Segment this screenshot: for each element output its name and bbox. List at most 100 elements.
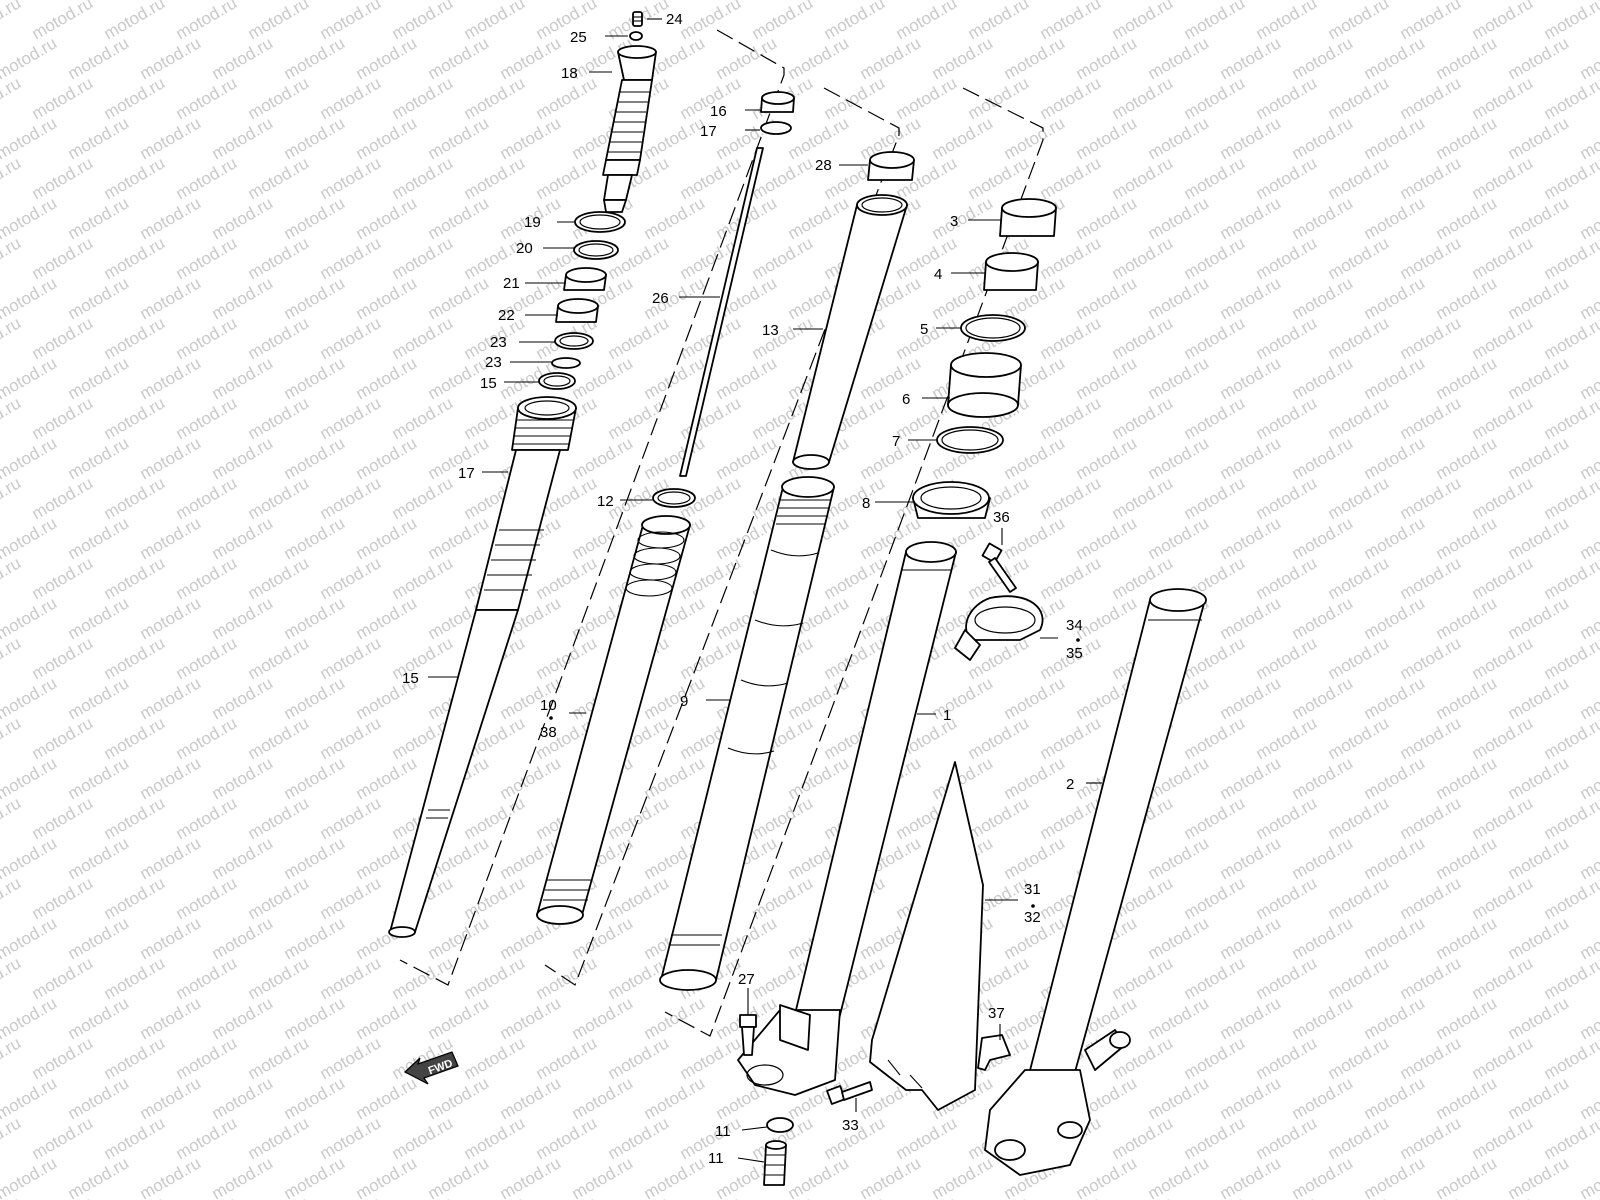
watermark-text: motod.ru: [1541, 73, 1600, 123]
watermark-text: motod.ru: [0, 1033, 24, 1083]
label-31: 31: [1024, 881, 1041, 898]
watermark-text: motod.ru: [1181, 1033, 1249, 1083]
watermark-text: motod.ru: [29, 473, 97, 523]
watermark-text: motod.ru: [29, 153, 97, 203]
watermark-text: motod.ru: [1253, 1193, 1321, 1200]
watermark-text: motod.ru: [1361, 113, 1429, 163]
watermark-text: motod.ru: [893, 73, 961, 123]
watermark-text: motod.ru: [1541, 153, 1600, 203]
watermark-text: motod.ru: [29, 793, 97, 843]
watermark-text: motod.ru: [1541, 473, 1600, 523]
label-16: 15: [480, 375, 497, 392]
watermark-text: motod.ru: [317, 553, 385, 603]
part-number-labels: 24 25 18 16 17 28 3 19 20 4 21 26 22 5 1…: [402, 11, 1083, 1167]
watermark-text: motod.ru: [101, 713, 169, 763]
watermark-text: motod.ru: [1253, 713, 1321, 763]
watermark-text: motod.ru: [1109, 153, 1177, 203]
watermark-text: motod.ru: [245, 393, 313, 443]
watermark-text: motod.ru: [1289, 513, 1357, 563]
watermark-text: motod.ru: [1397, 713, 1465, 763]
watermark-text: motod.ru: [209, 833, 277, 883]
watermark-text: motod.ru: [173, 1033, 241, 1083]
watermark-text: motod.ru: [1037, 313, 1105, 363]
watermark-text: motod.ru: [1073, 193, 1141, 243]
watermark-text: motod.ru: [245, 1033, 313, 1083]
watermark-text: motod.ru: [1145, 33, 1213, 83]
watermark-text: motod.ru: [1397, 1113, 1465, 1163]
watermark-text: motod.ru: [1145, 513, 1213, 563]
watermark-text: motod.ru: [1433, 353, 1501, 403]
watermark-text: motod.ru: [173, 633, 241, 683]
watermark-text: motod.ru: [605, 793, 673, 843]
watermark-text: motod.ru: [1505, 1073, 1573, 1123]
watermark-text: motod.ru: [1325, 1193, 1393, 1200]
watermark-text: motod.ru: [1145, 1073, 1213, 1123]
label-15: 15: [402, 670, 419, 687]
watermark-text: motod.ru: [1541, 0, 1600, 43]
watermark-text: motod.ru: [101, 953, 169, 1003]
watermark-text: motod.ru: [65, 593, 133, 643]
watermark-text: motod.ru: [1037, 393, 1105, 443]
label-11: 11: [708, 1150, 724, 1167]
watermark-text: motod.ru: [677, 153, 745, 203]
watermark-text: motod.ru: [1253, 953, 1321, 1003]
label-19: 17: [700, 123, 717, 140]
watermark-text: motod.ru: [389, 633, 457, 683]
label-38: 38: [540, 724, 557, 741]
watermark-text: motod.ru: [1361, 993, 1429, 1043]
watermark-text: motod.ru: [281, 1153, 349, 1200]
watermark-text: motod.ru: [605, 393, 673, 443]
watermark-text: motod.ru: [1145, 353, 1213, 403]
watermark-text: motod.ru: [1289, 593, 1357, 643]
watermark-text: motod.ru: [281, 1073, 349, 1123]
watermark-text: motod.ru: [1217, 913, 1285, 963]
watermark-text: motod.ru: [1469, 473, 1537, 523]
watermark-text: motod.ru: [1469, 1193, 1537, 1200]
label-5: 5: [920, 321, 928, 338]
watermark-text: motod.ru: [1109, 473, 1177, 523]
watermark-text: motod.ru: [785, 1153, 853, 1200]
watermark-text: motod.ru: [65, 673, 133, 723]
watermark-text: motod.ru: [641, 1153, 709, 1200]
watermark-text: motod.ru: [245, 953, 313, 1003]
watermark-text: motod.ru: [389, 393, 457, 443]
watermark-text: motod.ru: [137, 993, 205, 1043]
part-18-collar: [760, 91, 795, 113]
part-34-clamp: [954, 595, 1044, 661]
watermark-text: motod.ru: [1289, 913, 1357, 963]
label-8: 8: [862, 495, 870, 512]
label-29: 27: [738, 971, 755, 988]
watermark-text: motod.ru: [1577, 0, 1600, 3]
watermark-text: motod.ru: [0, 1113, 24, 1163]
watermark-text: motod.ru: [245, 793, 313, 843]
watermark-text: motod.ru: [353, 193, 421, 243]
watermark-text: motod.ru: [1541, 1033, 1600, 1083]
watermark-text: motod.ru: [1289, 753, 1357, 803]
watermark-text: motod.ru: [641, 1073, 709, 1123]
watermark-text: motod.ru: [821, 0, 889, 43]
watermark-text: motod.ru: [209, 993, 277, 1043]
watermark-text: motod.ru: [1145, 113, 1213, 163]
watermark-text: motod.ru: [1361, 1073, 1429, 1123]
watermark-text: motod.ru: [713, 353, 781, 403]
watermark-text: motod.ru: [317, 1033, 385, 1083]
watermark-text: motod.ru: [857, 353, 925, 403]
part-27-oring: [629, 31, 643, 41]
watermark-text: motod.ru: [677, 0, 745, 43]
watermark-text: motod.ru: [101, 873, 169, 923]
watermark-text: motod.ru: [1325, 953, 1393, 1003]
watermark-text: motod.ru: [1505, 673, 1573, 723]
watermark-text: motod.ru: [965, 793, 1033, 843]
watermark-text: motod.ru: [1433, 513, 1501, 563]
watermark-text: motod.ru: [1433, 993, 1501, 1043]
watermark-text: motod.ru: [173, 233, 241, 283]
watermark-text: motod.ru: [1145, 433, 1213, 483]
watermark-text: motod.ru: [533, 633, 601, 683]
watermark-text: motod.ru: [497, 1153, 565, 1200]
watermark-text: motod.ru: [209, 193, 277, 243]
watermark-text: motod.ru: [1433, 193, 1501, 243]
watermark-text: motod.ru: [713, 433, 781, 483]
watermark-text: motod.ru: [65, 833, 133, 883]
part-3-bushing: [999, 198, 1057, 237]
watermark-text: motod.ru: [1145, 993, 1213, 1043]
